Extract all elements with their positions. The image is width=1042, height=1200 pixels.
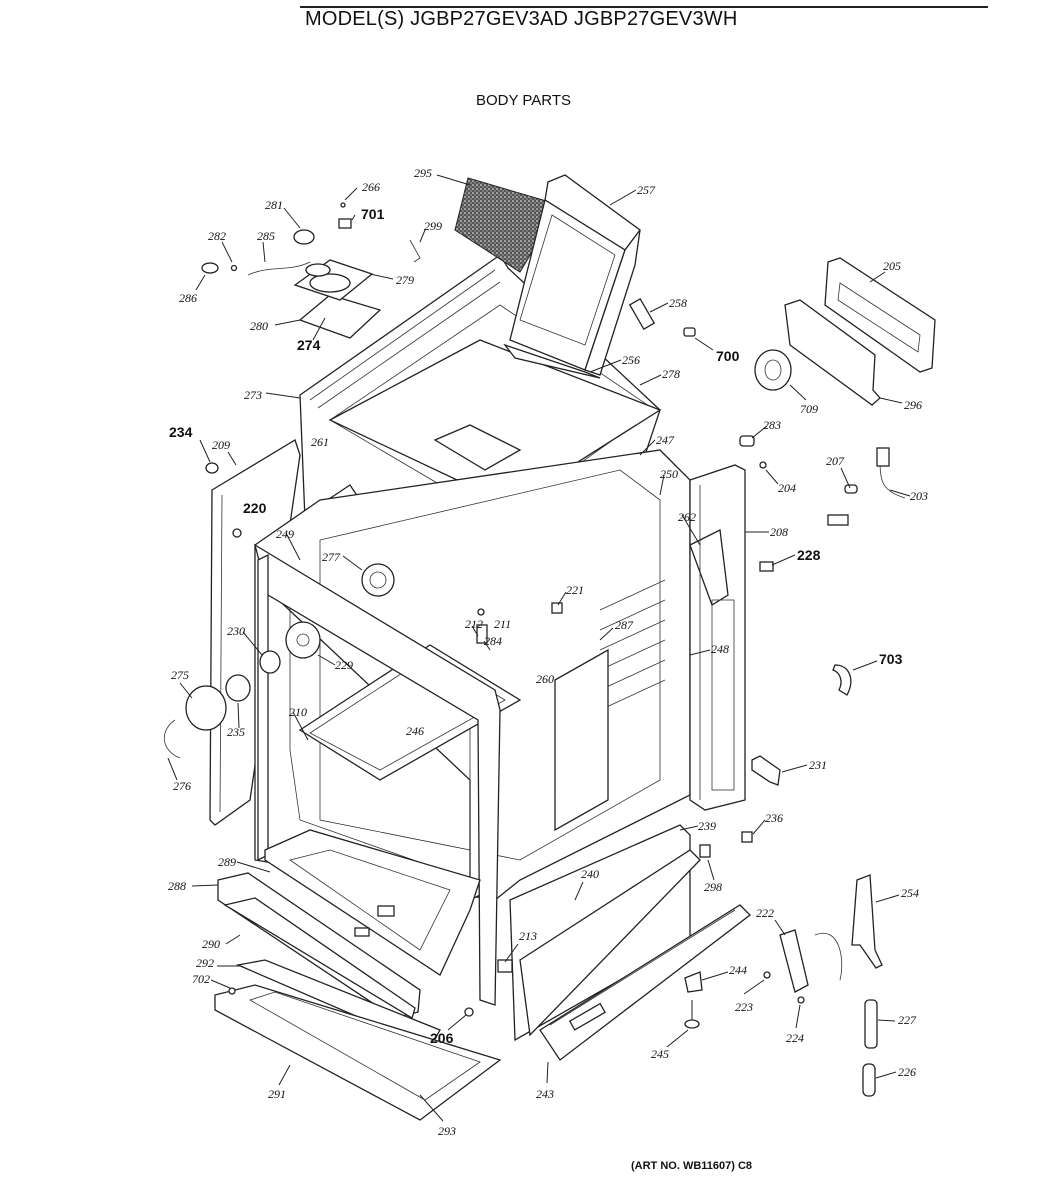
label-245: 245	[651, 1047, 669, 1061]
label-276: 276	[173, 779, 191, 793]
label-213: 213	[519, 929, 537, 943]
label-258: 258	[669, 296, 687, 310]
label-239: 239	[698, 819, 716, 833]
header-rule	[300, 6, 988, 8]
label-248: 248	[711, 642, 729, 656]
label-296: 296	[904, 398, 922, 412]
small-hardware	[205, 297, 906, 1097]
section-title: BODY PARTS	[476, 92, 572, 109]
label-701: 701	[361, 206, 385, 222]
label-211: 211	[494, 617, 511, 631]
burner-assembly	[201, 202, 421, 339]
label-223: 223	[735, 1000, 753, 1014]
label-295: 295	[414, 166, 432, 180]
label-230: 230	[227, 624, 245, 638]
label-292: 292	[196, 956, 214, 970]
label-299: 299	[424, 219, 442, 233]
vent-duct	[503, 174, 641, 379]
top-insulation-sheet	[328, 339, 662, 506]
label-235: 235	[227, 725, 245, 739]
label-289: 289	[218, 855, 236, 869]
label-222: 222	[756, 906, 774, 920]
label-293: 293	[438, 1124, 456, 1138]
label-291: 291	[268, 1087, 286, 1101]
label-288: 288	[168, 879, 186, 893]
label-246: 246	[406, 724, 424, 738]
label-286: 286	[179, 291, 197, 305]
label-281: 281	[265, 198, 283, 212]
label-298: 298	[704, 880, 722, 894]
label-702: 702	[192, 972, 210, 986]
label-283: 283	[763, 418, 781, 432]
label-204: 204	[778, 481, 796, 495]
label-224: 224	[786, 1031, 804, 1045]
label-260: 260	[536, 672, 554, 686]
label-206: 206	[430, 1030, 454, 1046]
label-226: 226	[898, 1065, 916, 1079]
label-207: 207	[826, 454, 845, 468]
label-229: 229	[335, 658, 353, 672]
label-208: 208	[770, 525, 788, 539]
label-700: 700	[716, 348, 740, 364]
label-210: 210	[289, 705, 307, 719]
label-220: 220	[243, 500, 267, 516]
label-209: 209	[212, 438, 230, 452]
label-279: 279	[396, 273, 414, 287]
label-203: 203	[910, 489, 928, 503]
label-290: 290	[202, 937, 220, 951]
label-256: 256	[622, 353, 640, 367]
label-277: 277	[322, 550, 341, 564]
label-266: 266	[362, 180, 380, 194]
oven-light-assembly	[163, 621, 321, 759]
label-262: 262	[678, 510, 696, 524]
label-227: 227	[898, 1013, 917, 1027]
label-282: 282	[208, 229, 226, 243]
label-284: 284	[484, 634, 502, 648]
right-side-panel	[689, 464, 746, 811]
label-274: 274	[297, 337, 321, 353]
label-243: 243	[536, 1087, 554, 1101]
label-280: 280	[250, 319, 268, 333]
label-228: 228	[797, 547, 821, 563]
label-234: 234	[169, 424, 193, 440]
art-number: (ART NO. WB11607) C8	[631, 1160, 753, 1172]
model-title: MODEL(S) JGBP27GEV3AD JGBP27GEV3WH	[305, 8, 738, 30]
rear-brackets	[754, 257, 936, 406]
label-261: 261	[311, 435, 329, 449]
label-254: 254	[901, 886, 919, 900]
label-285: 285	[257, 229, 275, 243]
label-212: 212	[465, 617, 483, 631]
label-244: 244	[729, 963, 747, 977]
label-249: 249	[276, 527, 294, 541]
label-278: 278	[662, 367, 680, 381]
broiler-drawer	[214, 829, 502, 1121]
label-703: 703	[879, 651, 903, 667]
label-257: 257	[637, 183, 656, 197]
label-275: 275	[171, 668, 189, 682]
label-250: 250	[660, 467, 678, 481]
lower-right-components	[509, 824, 751, 1061]
label-273: 273	[244, 388, 262, 402]
label-231: 231	[809, 758, 827, 772]
label-205: 205	[883, 259, 901, 273]
label-236: 236	[765, 811, 783, 825]
leader-lines	[167, 174, 911, 1122]
label-709: 709	[800, 402, 818, 416]
label-287: 287	[615, 618, 634, 632]
label-247: 247	[656, 433, 675, 447]
part-labels: 295 266 281 701 257 282 285 299 279 286 …	[168, 166, 928, 1138]
label-240: 240	[581, 867, 599, 881]
label-221: 221	[566, 583, 584, 597]
